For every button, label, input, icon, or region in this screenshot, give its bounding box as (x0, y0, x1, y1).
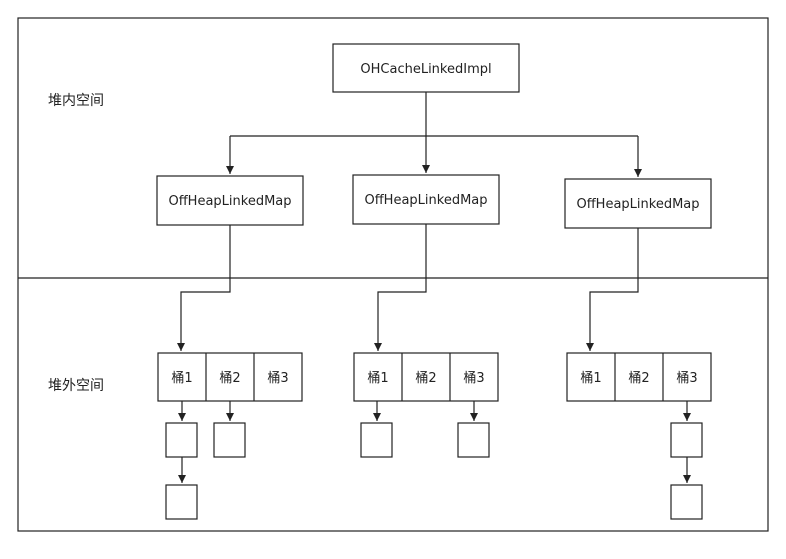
bucket-label: 桶1 (171, 371, 192, 386)
outer-frame (17, 17, 769, 532)
map-connectors (177, 224, 639, 351)
map-node-1: OffHeapLinkedMap (156, 175, 304, 226)
bucket-chain-1 (165, 401, 246, 520)
entry-node (360, 422, 393, 458)
map-node-label: OffHeapLinkedMap (576, 197, 699, 212)
bucket-label: 桶2 (628, 371, 649, 386)
map-node-3: OffHeapLinkedMap (564, 178, 712, 229)
bucket-label: 桶1 (580, 371, 601, 386)
bucket-array-2: 桶1 桶2 桶3 (353, 352, 499, 402)
bucket-label: 桶3 (676, 371, 697, 386)
entry-node (670, 422, 703, 458)
entry-node (670, 484, 703, 520)
root-node-label: OHCacheLinkedImpl (360, 62, 491, 77)
map-node-label: OffHeapLinkedMap (168, 194, 291, 209)
bucket-label: 桶2 (415, 371, 436, 386)
bucket-label: 桶1 (367, 371, 388, 386)
heap-region-label: 堆内空间 (48, 93, 104, 109)
root-connectors (226, 92, 642, 177)
bucket-chain-2 (360, 401, 490, 458)
map-node-label: OffHeapLinkedMap (364, 193, 487, 208)
entry-node (457, 422, 490, 458)
entry-node (165, 422, 198, 458)
root-node: OHCacheLinkedImpl (332, 43, 520, 93)
map-node-2: OffHeapLinkedMap (352, 174, 500, 225)
bucket-label: 桶3 (267, 371, 288, 386)
bucket-label: 桶2 (219, 371, 240, 386)
bucket-chain-3 (670, 401, 703, 520)
bucket-label: 桶3 (463, 371, 484, 386)
entry-node (213, 422, 246, 458)
entry-node (165, 484, 198, 520)
offheap-region-label: 堆外空间 (48, 378, 104, 394)
bucket-array-3: 桶1 桶2 桶3 (566, 352, 712, 402)
bucket-array-1: 桶1 桶2 桶3 (157, 352, 303, 402)
